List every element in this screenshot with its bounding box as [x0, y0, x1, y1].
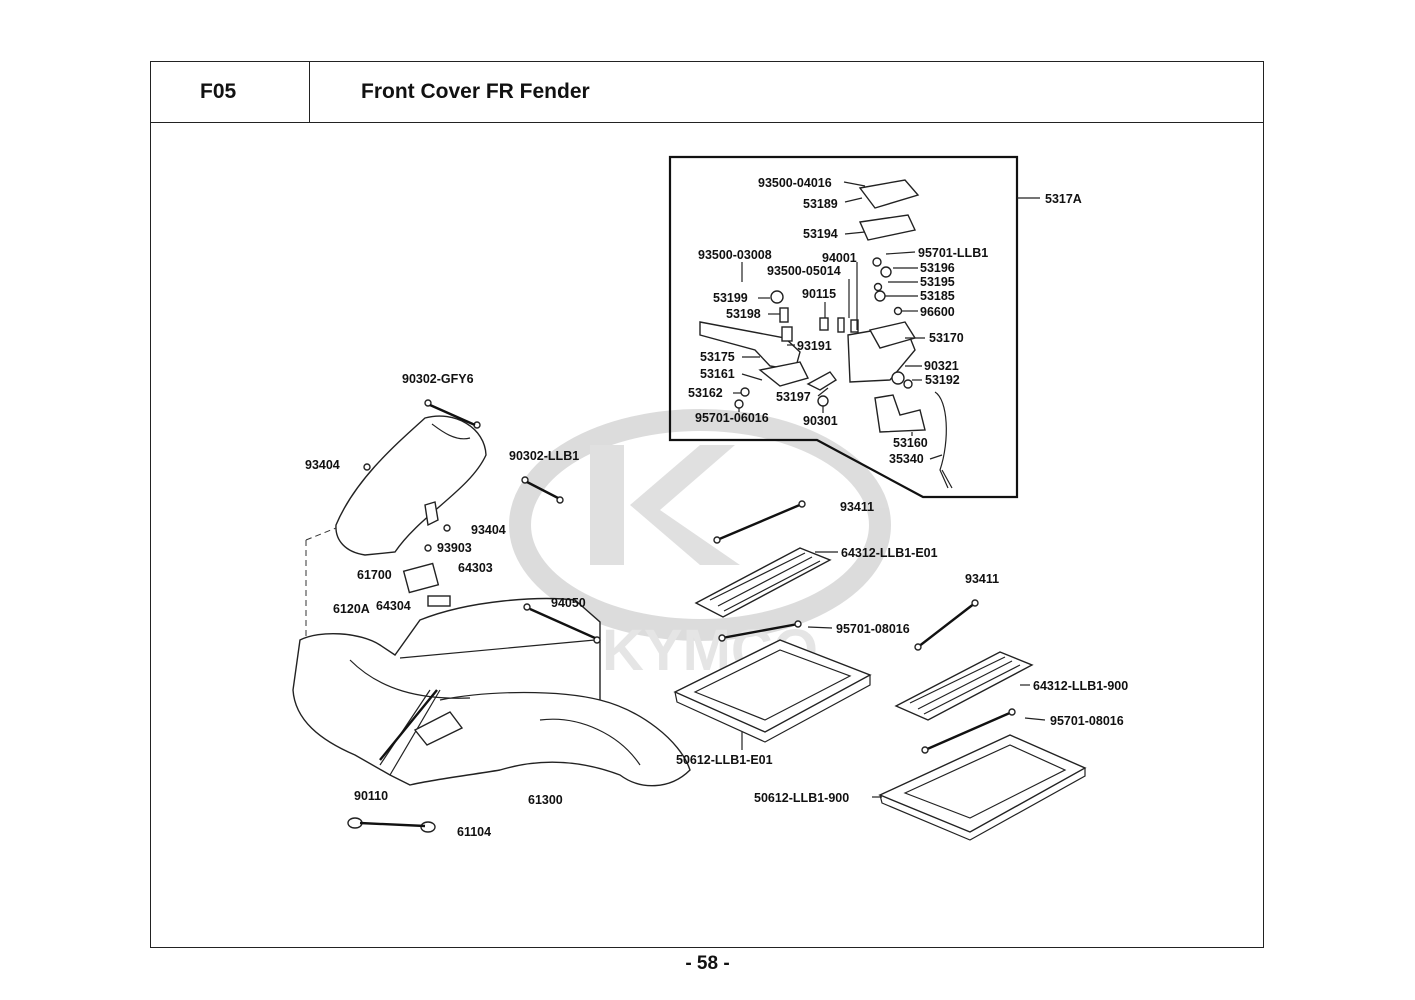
part-label: 53170: [929, 331, 964, 345]
section-code: F05: [200, 80, 237, 103]
part-label: 93500-05014: [767, 264, 841, 278]
part-label: 64312-LLB1-E01: [841, 546, 938, 560]
fasteners-left: [347, 399, 601, 833]
part-label: 53196: [920, 261, 955, 275]
floor-mat-and-plate-set: [673, 500, 1087, 841]
part-label: 93404: [305, 458, 340, 472]
part-label: 35340: [889, 452, 924, 466]
diagram-frame: [150, 122, 1264, 948]
part-label: 90302-LLB1: [509, 449, 579, 463]
part-label: 53162: [688, 386, 723, 400]
part-label: 95701-LLB1: [918, 246, 988, 260]
part-label: 53195: [920, 275, 955, 289]
part-label: 64303: [458, 561, 493, 575]
part-label: 95701-08016: [1050, 714, 1124, 728]
part-label: 93411: [965, 572, 999, 586]
part-label: 61700: [357, 568, 392, 582]
part-label: 96600: [920, 305, 955, 319]
part-label: 53198: [726, 307, 761, 321]
part-label: 93500-04016: [758, 176, 832, 190]
part-label: 90301: [803, 414, 838, 428]
label-group-5317A: 5317A: [1045, 192, 1082, 206]
front-fender-61700: [305, 415, 487, 640]
part-label: 53197: [776, 390, 811, 404]
front-cover-61300: [292, 597, 691, 787]
part-label: 61104: [457, 825, 491, 839]
part-label: 93404: [471, 523, 506, 537]
part-label: 53189: [803, 197, 838, 211]
part-label: 90302-GFY6: [402, 372, 474, 386]
part-label: 93411: [840, 500, 874, 514]
part-label: 95701-08016: [836, 622, 910, 636]
part-label: 50612-LLB1-E01: [676, 753, 773, 767]
part-label: 53192: [925, 373, 960, 387]
part-label: 93500-03008: [698, 248, 772, 262]
part-label: 94050: [551, 596, 586, 610]
inset-brake-lever-assembly: [668, 155, 1040, 499]
part-label: 53161: [700, 367, 735, 381]
part-label: 90321: [924, 359, 959, 373]
part-label: 90110: [354, 789, 388, 803]
part-label: 94001: [822, 251, 857, 265]
part-label: 64304: [376, 599, 411, 613]
part-label: 61300: [528, 793, 563, 807]
part-label: 53199: [713, 291, 748, 305]
part-label: 53160: [893, 436, 928, 450]
part-label: 53194: [803, 227, 838, 241]
part-label: 90115: [802, 287, 836, 301]
part-label: 53175: [700, 350, 735, 364]
part-number-labels: 5317A 93500-04016 53189 53194 95701-LLB1…: [305, 176, 1128, 839]
part-label: 93191: [797, 339, 832, 353]
part-label: 53185: [920, 289, 955, 303]
part-label: 6120A: [333, 602, 370, 616]
page-number: - 58 -: [685, 953, 730, 974]
part-label: 95701-06016: [695, 411, 769, 425]
part-label: 50612-LLB1-900: [754, 791, 849, 805]
part-label: 93903: [437, 541, 472, 555]
part-label: 64312-LLB1-900: [1033, 679, 1128, 693]
section-title: Front Cover FR Fender: [361, 80, 590, 103]
